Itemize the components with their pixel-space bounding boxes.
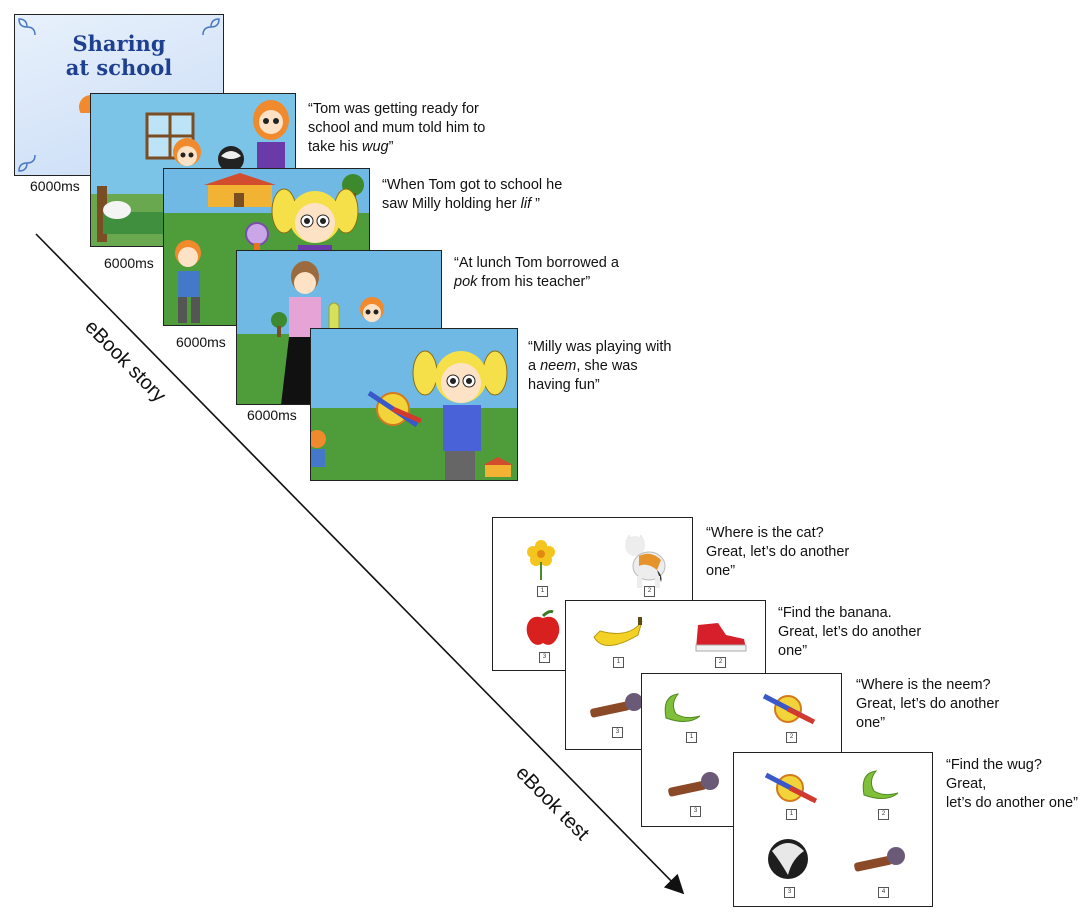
option-number-3: 3 [784,887,795,898]
slide-1-caption-line2: school and mum told him to [308,120,486,136]
slide-2-caption-line2-suffix: ” [531,196,540,212]
corner-ornament-icon [18,154,36,172]
tom-character [175,240,201,323]
option-number-2: 2 [644,586,655,597]
school-building-icon [483,457,513,477]
neem-option-icon[interactable] [762,769,820,807]
neem-object [367,390,422,428]
slide-4-caption-novel-word: neem [540,358,577,374]
corner-ornament-icon [202,18,220,36]
school-building-icon [204,173,276,207]
test-1-caption: “Where is the cat? Great, let’s do anoth… [706,524,849,581]
lif-option-icon[interactable] [660,690,704,726]
banana-option-icon[interactable] [590,615,644,653]
slide-4-caption: “Milly was playing with a neem, she was … [528,338,671,395]
slide-4-caption-line1: “Milly was playing with [528,339,672,355]
slide-2-caption-line2-prefix: saw Milly holding her [382,196,521,212]
tree-icon [271,312,287,337]
test-4-caption: “Find the wug? Great, let’s do another o… [946,756,1084,813]
cover-title-line2: at school [65,55,173,80]
option-number-2: 2 [715,657,726,668]
bed-illustration [97,186,169,242]
cover-duration: 6000ms [30,178,80,194]
cover-title-line1: Sharing [72,31,166,56]
option-number-1: 1 [686,732,697,743]
test-2-caption-line1: “Find the banana. [778,605,892,621]
pok-wand-option-icon[interactable] [664,770,722,800]
test-2-caption-line2: Great, let’s do another [778,624,922,640]
milly-character [412,350,508,480]
test-trial-4: 1 2 3 4 [733,752,933,907]
test-3-caption-line1: “Where is the neem? [856,677,991,693]
slide-1-caption: “Tom was getting ready for school and mu… [308,100,485,157]
slide-4-caption-line3: having fun” [528,377,600,393]
slide-3-caption-novel-word: pok [454,274,478,290]
pok-wand-option-icon[interactable] [850,845,908,875]
option-number-3: 3 [612,727,623,738]
test-3-caption-line2: Great, let’s do another [856,696,1000,712]
slide-1-caption-novel-word: wug [362,139,389,155]
test-3-caption-line3: one” [856,715,886,731]
lif-option-icon[interactable] [858,767,902,803]
slide-2-duration: 6000ms [176,334,226,350]
option-number-2: 2 [878,809,889,820]
neem-option-icon[interactable] [760,690,818,728]
option-number-4: 4 [878,887,889,898]
test-3-caption: “Where is the neem? Great, let’s do anot… [856,676,999,733]
flower-option-icon[interactable] [525,538,557,580]
pok-wand-option-icon[interactable] [586,691,646,721]
corner-ornament-icon [18,18,36,36]
option-number-1: 1 [537,586,548,597]
slide-1-caption-line3-prefix: take his [308,139,362,155]
wug-object [218,146,244,172]
option-number-1: 1 [786,809,797,820]
slide-2-caption: “When Tom got to school he saw Milly hol… [382,176,562,214]
option-number-3: 3 [539,652,550,663]
test-4-caption-line2: let’s do another one” [946,795,1078,811]
test-1-caption-line2: Great, let’s do another [706,544,850,560]
apple-option-icon[interactable] [523,608,563,648]
slide-2-caption-novel-word: lif [520,196,532,212]
cat-option-icon[interactable] [617,532,671,588]
slide-4-caption-line2-prefix: a [528,358,541,374]
slide-1-caption-line3-suffix: ” [388,139,394,155]
slide-1-caption-line1: “Tom was getting ready for [308,101,479,117]
shoe-option-icon[interactable] [692,617,748,653]
story-slide-4 [310,328,518,481]
option-number-2: 2 [786,732,797,743]
test-2-caption: “Find the banana. Great, let’s do anothe… [778,604,921,661]
mum-character [253,100,289,168]
slide-1-duration: 6000ms [104,255,154,271]
slide-3-duration: 6000ms [247,407,297,423]
slide-3-caption-line1: “At lunch Tom borrowed a [454,255,619,271]
test-1-caption-line3: one” [706,563,736,579]
test-4-caption-line1: “Find the wug? Great, [946,757,1042,792]
option-number-3: 3 [690,806,701,817]
tom-character [360,297,384,322]
tom-character [311,430,326,467]
slide-4-caption-line2-suffix: , she was [576,358,638,374]
slide-3-caption-line2-suffix: from his teacher” [477,274,591,290]
milly-character [271,188,359,267]
wug-option-icon[interactable] [764,835,812,881]
test-2-caption-line3: one” [778,643,808,659]
slide-3-caption: “At lunch Tom borrowed a pok from his te… [454,254,619,292]
option-number-1: 1 [613,657,624,668]
tom-character [173,138,201,166]
slide-2-caption-line1: “When Tom got to school he [382,177,563,193]
test-1-caption-line1: “Where is the cat? [706,525,824,541]
